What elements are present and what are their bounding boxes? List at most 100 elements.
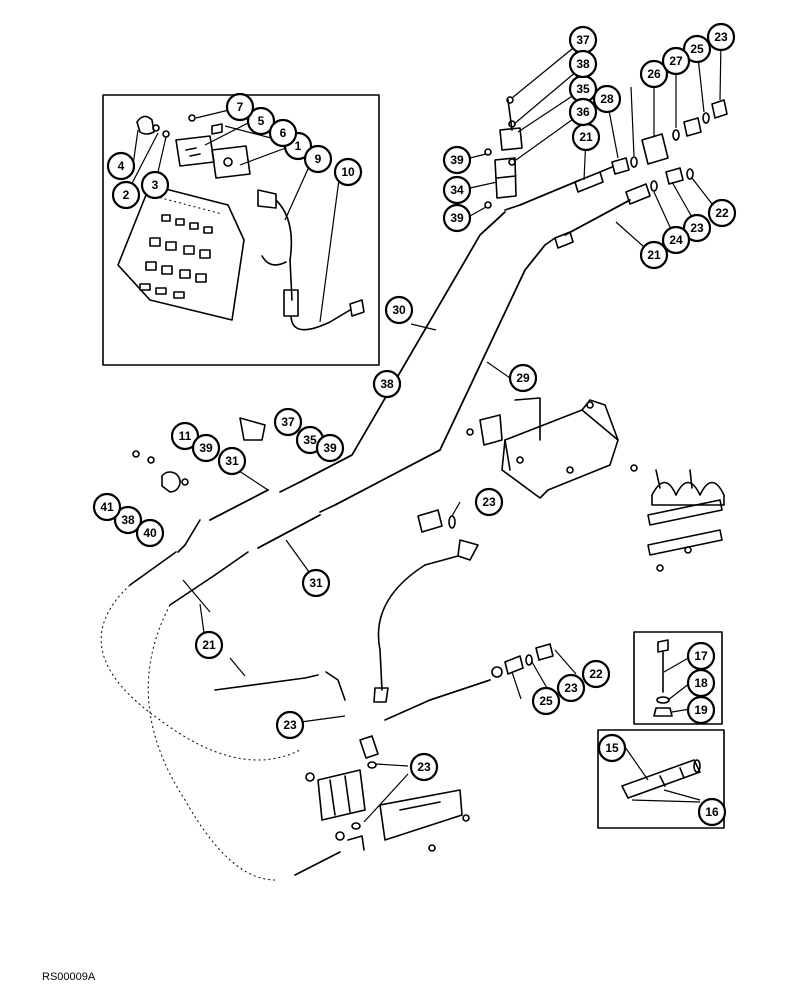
callout-15: 15 xyxy=(597,733,627,763)
callout-label: 17 xyxy=(694,649,708,663)
callout-label: 4 xyxy=(118,159,125,173)
callout-29: 29 xyxy=(508,363,538,393)
callout-37: 37 xyxy=(273,407,303,437)
callout-label: 29 xyxy=(516,371,530,385)
callout-23: 23 xyxy=(275,710,305,740)
callout-label: 21 xyxy=(647,248,661,262)
callout-label: 25 xyxy=(690,42,704,56)
callout-label: 9 xyxy=(315,152,322,166)
callout-24: 24 xyxy=(661,225,691,255)
callout-17: 17 xyxy=(686,641,716,671)
callout-39: 39 xyxy=(442,203,472,233)
callout-11: 11 xyxy=(170,421,200,451)
figure-code: RS00009A xyxy=(42,971,96,983)
callout-23: 23 xyxy=(682,213,712,243)
callout-label: 34 xyxy=(450,183,464,197)
callout-label: 35 xyxy=(303,433,317,447)
callout-37: 37 xyxy=(568,25,598,55)
callout-label: 31 xyxy=(225,454,239,468)
callout-25: 25 xyxy=(531,686,561,716)
callout-label: 41 xyxy=(100,500,114,514)
callout-label: 23 xyxy=(564,681,578,695)
callout-label: 39 xyxy=(450,211,464,225)
callout-38: 38 xyxy=(568,49,598,79)
callout-3: 3 xyxy=(140,170,170,200)
callout-label: 25 xyxy=(539,694,553,708)
callout-label: 37 xyxy=(281,415,295,429)
callout-label: 23 xyxy=(714,30,728,44)
callout-label: 36 xyxy=(576,105,590,119)
callout-39: 39 xyxy=(191,433,221,463)
callout-9: 9 xyxy=(303,144,333,174)
callout-label: 39 xyxy=(199,441,213,455)
callout-label: 2 xyxy=(123,188,130,202)
callout-label: 38 xyxy=(576,57,590,71)
callout-label: 39 xyxy=(323,441,337,455)
callout-41: 41 xyxy=(92,492,122,522)
callout-label: 35 xyxy=(576,82,590,96)
callout-22: 22 xyxy=(581,659,611,689)
callout-36: 36 xyxy=(568,97,598,127)
callout-2: 2 xyxy=(111,180,141,210)
callout-label: 3 xyxy=(152,178,159,192)
callout-label: 6 xyxy=(280,126,287,140)
callout-31: 31 xyxy=(217,446,247,476)
callout-38: 38 xyxy=(113,505,143,535)
upper-valve-assembly xyxy=(469,39,728,255)
steel-tubes xyxy=(299,211,546,506)
callout-label: 31 xyxy=(309,576,323,590)
callout-23: 23 xyxy=(474,487,504,517)
callout-label: 19 xyxy=(694,703,708,717)
callout-label: 23 xyxy=(417,760,431,774)
callout-39: 39 xyxy=(315,433,345,463)
callout-6: 6 xyxy=(268,118,298,148)
callout-label: 39 xyxy=(450,153,464,167)
callout-label: 22 xyxy=(589,667,603,681)
callout-7: 7 xyxy=(225,92,255,122)
lower-hose-assembly xyxy=(285,501,577,759)
callout-label: 7 xyxy=(237,100,244,114)
callout-label: 40 xyxy=(143,526,157,540)
control-valve xyxy=(294,761,470,876)
callout-label: 1 xyxy=(295,139,302,153)
callout-label: 11 xyxy=(179,429,192,443)
callout-25: 25 xyxy=(682,34,712,64)
callout-40: 40 xyxy=(135,518,165,548)
callout-26: 26 xyxy=(639,59,669,89)
callout-23: 23 xyxy=(706,22,736,52)
callout-label: 18 xyxy=(694,676,708,690)
callout-label: 30 xyxy=(392,303,406,317)
callout-27: 27 xyxy=(661,46,691,76)
callout-34: 34 xyxy=(442,175,472,205)
callout-10: 10 xyxy=(333,157,363,187)
mounting-bracket xyxy=(466,397,638,499)
callout-22: 22 xyxy=(707,198,737,228)
callout-label: 23 xyxy=(482,495,496,509)
left-hose-assembly xyxy=(100,417,389,881)
callout-label: 22 xyxy=(715,206,729,220)
hose-clamp-block xyxy=(647,469,725,572)
callout-21: 21 xyxy=(639,240,669,270)
callout-label: 5 xyxy=(258,114,265,128)
callout-layer: 1 2 3 4 5 6 7 9 10 11 15 16 17 18 19 21 … xyxy=(92,22,737,827)
callout-23: 23 xyxy=(409,752,439,782)
callout-label: 28 xyxy=(600,92,614,106)
callout-label: 38 xyxy=(121,513,135,527)
callout-23: 23 xyxy=(556,673,586,703)
callout-39: 39 xyxy=(442,145,472,175)
callout-label: 15 xyxy=(605,741,619,755)
console-inset xyxy=(102,94,380,366)
callout-21: 21 xyxy=(571,122,601,152)
pin-detail-inset xyxy=(597,729,725,829)
callout-38: 38 xyxy=(372,369,402,399)
callout-16: 16 xyxy=(697,797,727,827)
callout-label: 27 xyxy=(669,54,683,68)
callout-label: 23 xyxy=(690,221,704,235)
callout-label: 10 xyxy=(341,165,355,179)
callout-label: 23 xyxy=(283,718,297,732)
callout-4: 4 xyxy=(106,151,136,181)
callout-label: 24 xyxy=(669,233,683,247)
callout-18: 18 xyxy=(686,668,716,698)
callout-label: 21 xyxy=(202,638,216,652)
